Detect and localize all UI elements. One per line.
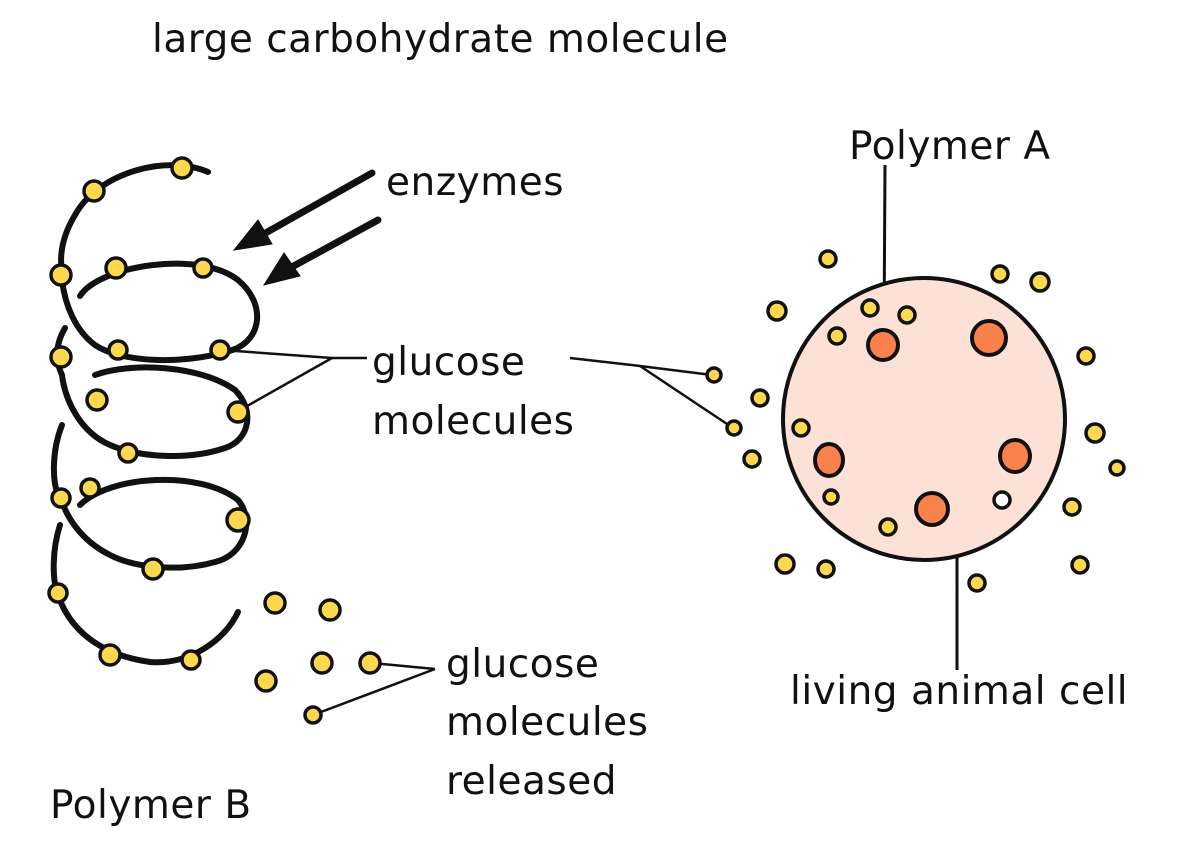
glucose-molecule bbox=[750, 388, 770, 408]
glucose-molecule bbox=[766, 300, 788, 322]
glucose-molecule bbox=[1084, 422, 1106, 444]
glucose-molecule bbox=[303, 705, 323, 725]
glucose-molecule bbox=[1062, 497, 1082, 517]
glucose-molecule bbox=[82, 179, 106, 203]
organelle bbox=[813, 442, 845, 478]
glucose-molecule bbox=[310, 651, 334, 675]
organelles bbox=[813, 319, 1032, 527]
glucose-molecule bbox=[107, 339, 129, 361]
glucose-molecule bbox=[49, 263, 73, 287]
polymer-b-helix bbox=[50, 162, 261, 666]
helix-strand bbox=[50, 422, 250, 571]
glucose-molecule bbox=[79, 477, 101, 499]
glucose-molecule bbox=[878, 517, 898, 537]
glucose-molecule bbox=[192, 257, 214, 279]
label-glucose-molecules-line2: molecules bbox=[372, 399, 575, 444]
glucose-molecule bbox=[209, 339, 231, 361]
label-polymer-a: Polymer A bbox=[849, 124, 1051, 169]
glucose-molecule bbox=[85, 388, 109, 412]
helix-strand bbox=[59, 260, 261, 364]
glucose-molecule bbox=[1029, 271, 1051, 293]
glucose-molecule bbox=[141, 557, 165, 581]
glucose-molecule bbox=[263, 591, 287, 615]
label-polymer-b: Polymer B bbox=[50, 783, 252, 828]
leader-line bbox=[371, 661, 436, 671]
glucose-molecule bbox=[818, 249, 838, 269]
label-released-line3: released bbox=[446, 759, 617, 804]
glucose-molecule bbox=[705, 366, 723, 384]
organelle bbox=[998, 438, 1032, 474]
label-living-animal-cell: living animal cell bbox=[790, 669, 1129, 714]
diagram-title: large carbohydrate molecule bbox=[152, 17, 729, 62]
glucose-molecule bbox=[822, 488, 840, 506]
glucose-molecule bbox=[990, 264, 1010, 284]
glucose-molecule bbox=[1070, 555, 1090, 575]
glucose-molecule bbox=[725, 419, 743, 437]
enzyme-arrow-head bbox=[232, 219, 273, 251]
glucose-molecule bbox=[49, 345, 73, 369]
enzyme-arrow-shaft bbox=[286, 216, 382, 272]
glucose-molecule bbox=[860, 298, 880, 318]
organelle bbox=[914, 491, 950, 527]
glucose-molecule bbox=[791, 418, 811, 438]
glucose-molecule bbox=[225, 507, 251, 533]
animal-cell bbox=[781, 276, 1067, 562]
glucose-molecule bbox=[816, 559, 836, 579]
enzyme-arrows bbox=[232, 169, 382, 286]
label-released-line1: glucose bbox=[446, 642, 600, 687]
glucose-molecule bbox=[104, 256, 128, 280]
glucose-molecule bbox=[50, 487, 72, 509]
glucose-molecule bbox=[742, 449, 762, 469]
glucose-molecule bbox=[98, 643, 122, 667]
enzyme-arrow-shaft bbox=[258, 169, 376, 239]
glucose-molecules bbox=[47, 156, 1126, 725]
label-glucose-molecules-line1: glucose bbox=[372, 340, 526, 385]
glucose-molecule bbox=[226, 400, 250, 424]
glucose-molecule bbox=[827, 326, 847, 346]
leader-line bbox=[639, 364, 734, 430]
leader-line bbox=[312, 667, 436, 717]
helix-strand bbox=[58, 162, 211, 275]
enzyme-arrow-head bbox=[262, 252, 301, 286]
vacuole bbox=[992, 490, 1012, 510]
glucose-molecule bbox=[774, 553, 796, 575]
glucose-molecule bbox=[47, 582, 69, 604]
organelle bbox=[970, 319, 1008, 357]
glucose-molecule bbox=[358, 651, 382, 675]
label-enzymes: enzymes bbox=[386, 160, 565, 205]
glucose-molecule bbox=[1108, 459, 1126, 477]
glucose-molecule bbox=[967, 573, 987, 593]
glucose-molecule bbox=[254, 669, 278, 693]
glucose-molecule bbox=[318, 598, 342, 622]
label-released-line2: molecules bbox=[446, 700, 649, 745]
glucose-molecule bbox=[117, 442, 139, 464]
organelle bbox=[866, 328, 900, 362]
glucose-molecule bbox=[180, 649, 202, 671]
helix-strand bbox=[50, 522, 241, 666]
leader-line bbox=[221, 348, 367, 360]
glucose-molecule bbox=[897, 305, 917, 325]
glucose-molecule bbox=[1076, 346, 1096, 366]
glucose-molecule bbox=[170, 156, 194, 180]
leader-line bbox=[239, 356, 333, 412]
